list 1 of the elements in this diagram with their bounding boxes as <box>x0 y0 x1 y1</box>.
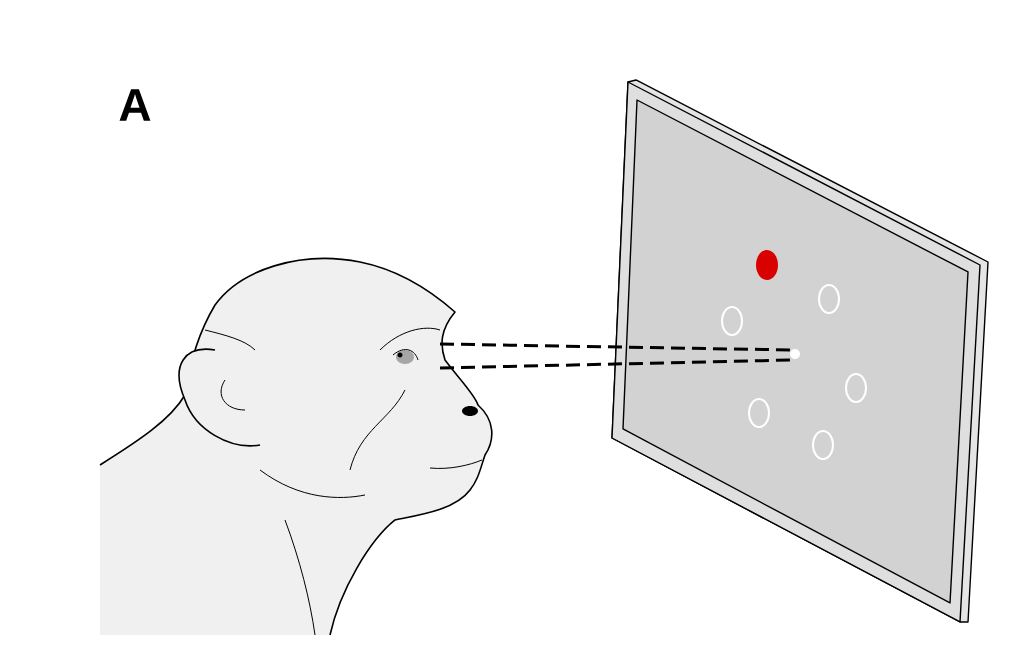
panel-letter: A <box>119 89 151 121</box>
